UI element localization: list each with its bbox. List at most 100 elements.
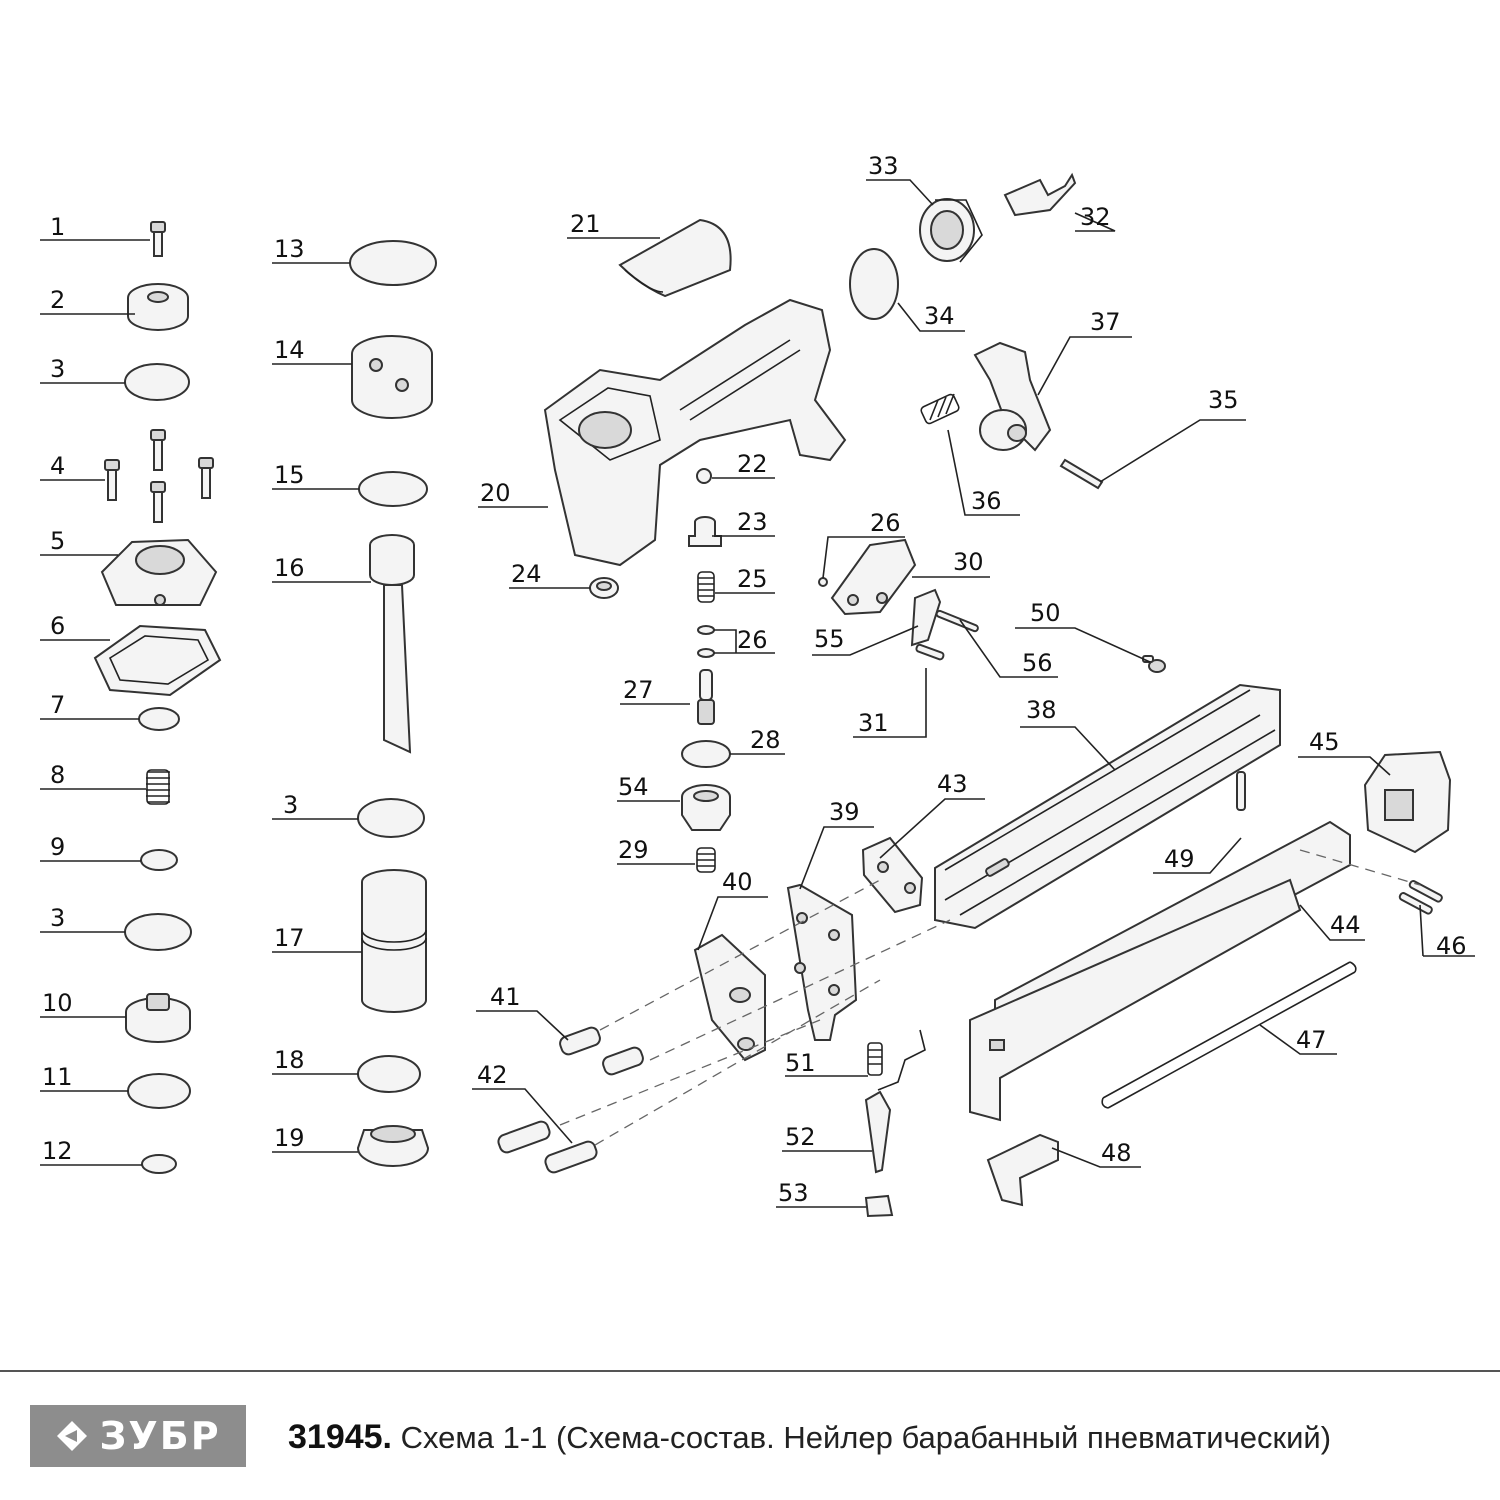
callout-label: 41 (490, 983, 521, 1011)
part-26-washers (697, 625, 715, 635)
part-29-spring (696, 847, 716, 873)
callout-label: 56 (1022, 649, 1053, 677)
callout-labels: 1 2 3 4 5 6 7 8 9 3 10 11 12 13 14 15 16… (42, 152, 1467, 1207)
part-26b-washer (697, 648, 715, 658)
callout-label: 5 (50, 527, 65, 555)
callout-label: 22 (737, 450, 768, 478)
callout-label: 13 (274, 235, 305, 263)
callout-label: 30 (953, 548, 984, 576)
part-4-screws (104, 429, 214, 523)
callout-label: 48 (1101, 1139, 1132, 1167)
part-3b-oring (124, 913, 192, 951)
part-42-screws (497, 1120, 598, 1174)
callout-label: 1 (50, 213, 65, 241)
callout-label: 4 (50, 452, 65, 480)
part-34-oring (849, 248, 899, 320)
part-51-lever (867, 1029, 926, 1091)
callout-label: 27 (623, 676, 654, 704)
part-26c-ring (818, 577, 828, 587)
part-6-gasket (93, 624, 222, 697)
part-23-valve-stem (688, 516, 722, 547)
part-49-screw (1236, 771, 1246, 811)
part-27-pin (697, 669, 715, 725)
callout-label: 23 (737, 508, 768, 536)
callout-label: 47 (1296, 1026, 1327, 1054)
callout-label: 51 (785, 1049, 816, 1077)
callout-label: 15 (274, 461, 305, 489)
part-50-screw (1142, 655, 1166, 673)
part-28-oring (681, 740, 731, 768)
part-55-link (910, 588, 942, 647)
part-47-spring-rod (1101, 961, 1357, 1109)
callout-label: 21 (570, 210, 601, 238)
callout-label: 54 (618, 773, 649, 801)
part-38-magazine-rail (934, 683, 1281, 930)
part-9-oring (140, 849, 178, 871)
part-7-disc (138, 707, 180, 731)
callout-label: 7 (50, 691, 65, 719)
part-19-bumper (356, 1125, 430, 1167)
part-22-washer (696, 468, 712, 484)
callout-label: 39 (829, 798, 860, 826)
callout-label: 12 (42, 1137, 73, 1165)
part-41-screws (559, 1026, 644, 1076)
callout-label: 28 (750, 726, 781, 754)
part-18-oring (357, 1055, 421, 1093)
callout-label: 45 (1309, 728, 1340, 756)
callout-label: 38 (1026, 696, 1057, 724)
callout-label: 26 (870, 509, 901, 537)
callout-label: 52 (785, 1123, 816, 1151)
callout-label: 42 (477, 1061, 508, 1089)
part-37-trigger (973, 341, 1052, 452)
part-3-oring (124, 363, 190, 401)
footer-caption: 31945. Схема 1-1 (Схема-состав. Нейлер б… (288, 1418, 1331, 1457)
callout-label: 3 (50, 355, 65, 383)
part-25-spring (697, 571, 715, 603)
part-12-oring (141, 1154, 177, 1174)
exploded-parts-diagram: 1 2 3 4 5 6 7 8 9 3 10 11 12 13 14 15 16… (40, 152, 1475, 1218)
callout-label: 35 (1208, 386, 1239, 414)
part-3c-oring (357, 798, 425, 838)
part-21-cover (618, 218, 732, 298)
part-11-oring (127, 1073, 191, 1109)
callout-label: 19 (274, 1124, 305, 1152)
callout-label: 46 (1436, 932, 1467, 960)
callout-label: 3 (283, 791, 298, 819)
part-35-pin (1059, 458, 1104, 490)
callout-label: 26 (737, 626, 768, 654)
part-53-clip (864, 1194, 894, 1218)
callout-label: 25 (737, 565, 768, 593)
callout-label: 29 (618, 836, 649, 864)
part-2-cap (127, 283, 189, 331)
callout-label: 50 (1030, 599, 1061, 627)
part-45-end-cap (1363, 750, 1452, 854)
part-24-plug (589, 577, 619, 599)
callout-label: 33 (868, 152, 899, 180)
callout-label: 20 (480, 479, 511, 507)
part-5-cylinder-cap (100, 538, 218, 606)
product-code: 31945. (288, 1418, 392, 1456)
footer-divider (0, 1370, 1500, 1372)
part-36-spring (920, 393, 960, 425)
part-8-spring (146, 769, 170, 805)
part-43-plate (861, 836, 924, 914)
callout-label: 43 (937, 770, 968, 798)
callout-label: 36 (971, 487, 1002, 515)
callout-label: 9 (50, 833, 65, 861)
callout-label: 8 (50, 761, 65, 789)
caption-text: Схема 1-1 (Схема-состав. Нейлер барабанн… (400, 1420, 1332, 1455)
callout-label: 40 (722, 868, 753, 896)
part-31-pin (915, 643, 945, 661)
part-30-safety-bracket (830, 538, 917, 616)
part-52-latch (864, 1090, 892, 1174)
callout-label: 34 (924, 302, 955, 330)
callout-label: 49 (1164, 845, 1195, 873)
callout-label: 3 (50, 904, 65, 932)
callout-label: 2 (50, 286, 65, 314)
callout-label: 31 (858, 709, 889, 737)
callout-label: 6 (50, 612, 65, 640)
part-17-cylinder (361, 869, 427, 1013)
callout-label: 44 (1330, 911, 1361, 939)
part-32-connector (1003, 172, 1077, 217)
part-1-screw (150, 221, 166, 257)
